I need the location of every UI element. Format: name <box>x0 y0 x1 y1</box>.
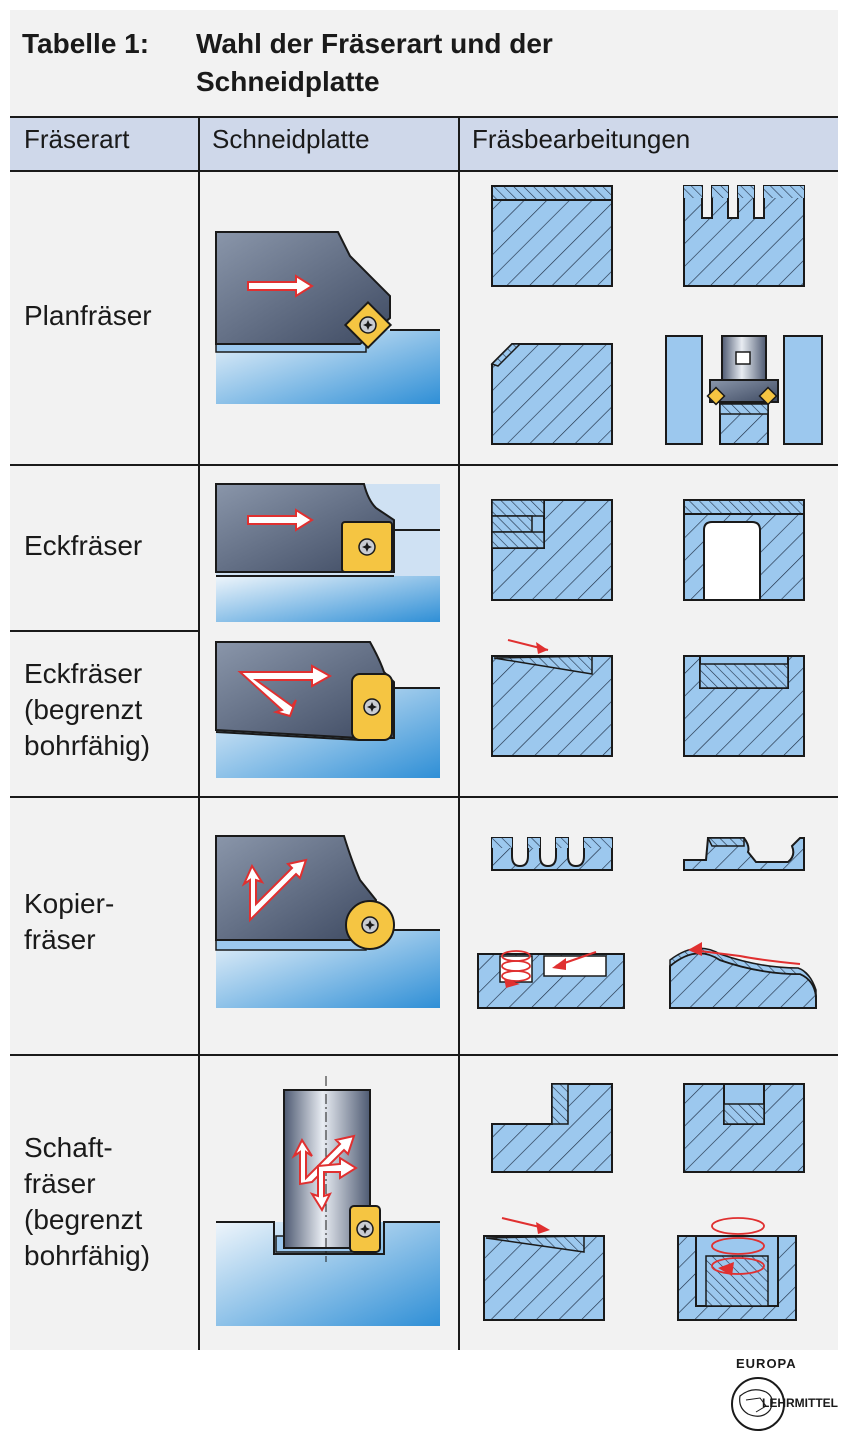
table-header <box>10 116 838 172</box>
torx-screw-icon <box>361 916 379 934</box>
planfraeser-insert-illustration <box>215 231 440 404</box>
eckfraeser-insert-illustration <box>215 483 440 622</box>
row-label-kopierfraeser: Kopier- fräser <box>24 888 115 955</box>
column-header-schneidplatte: Schneidplatte <box>212 124 370 154</box>
kopierfraeser-insert-illustration <box>215 835 440 1008</box>
arrow-right-icon <box>237 664 333 718</box>
column-header-fraeserart: Fräserart <box>24 124 130 154</box>
europa-globe-icon <box>731 1377 785 1431</box>
operation-plunge-face <box>665 335 823 445</box>
row-divider <box>10 1054 838 1056</box>
torx-screw-icon <box>356 1220 374 1238</box>
operation-chamfer <box>490 343 613 445</box>
arrow-right-icon <box>241 858 308 923</box>
table-title-line-2: Schneidplatte <box>196 66 380 97</box>
arrow-right-icon <box>247 508 314 532</box>
logo-publisher-top: EUROPA <box>736 1356 797 1371</box>
operation-ramping <box>491 639 613 757</box>
operation-copy-slotting <box>491 837 613 871</box>
spiral-arrow-icon <box>711 1217 765 1235</box>
row-divider <box>10 796 838 798</box>
row-label-eckfraeser-bohrfaehig: Eckfräser (begrenzt bohrfähig) <box>24 658 151 761</box>
operation-shank-circular-pocket <box>677 1217 797 1321</box>
arrow-right-icon <box>247 274 314 298</box>
column-header-fraesbearbeitungen: Fräsbearbeitungen <box>472 124 691 154</box>
operation-helical-interpolation <box>477 950 625 1009</box>
row-divider <box>10 464 838 466</box>
table-title-line-1: Wahl der Fräserart und der <box>196 28 553 59</box>
operation-pocket <box>683 655 805 757</box>
arrow-right-icon <box>291 1134 356 1186</box>
column-divider <box>458 116 460 1350</box>
logo-publisher-bottom: LEHRMITTEL <box>762 1396 838 1410</box>
torx-screw-icon <box>359 316 377 334</box>
operation-copy-profile <box>683 837 805 871</box>
operation-shank-ramping <box>483 1217 605 1321</box>
row-label-eckfraeser: Eckfräser <box>24 530 143 561</box>
row-divider <box>10 630 198 632</box>
table-number: Tabelle 1: <box>22 28 150 59</box>
row-label-schaftfraeser: Schaft- fräser (begrenzt bohrfähig) <box>24 1132 151 1271</box>
column-divider <box>198 116 200 1350</box>
operation-shank-slot <box>683 1083 805 1173</box>
torx-screw-icon <box>358 538 376 556</box>
operation-face-milling <box>491 185 613 287</box>
schaftfraeser-insert-illustration <box>216 1076 440 1326</box>
operation-copy-contour <box>669 942 817 1009</box>
operation-shoulder <box>491 499 613 601</box>
torx-screw-icon <box>363 698 381 716</box>
operation-shank-shoulder <box>491 1083 613 1173</box>
eckfraeser-bohrfaehig-insert-illustration <box>215 641 440 778</box>
operation-pocket-shoulder <box>683 499 805 601</box>
operation-slotting <box>683 185 805 287</box>
row-label-planfraeser: Planfräser <box>24 300 152 331</box>
